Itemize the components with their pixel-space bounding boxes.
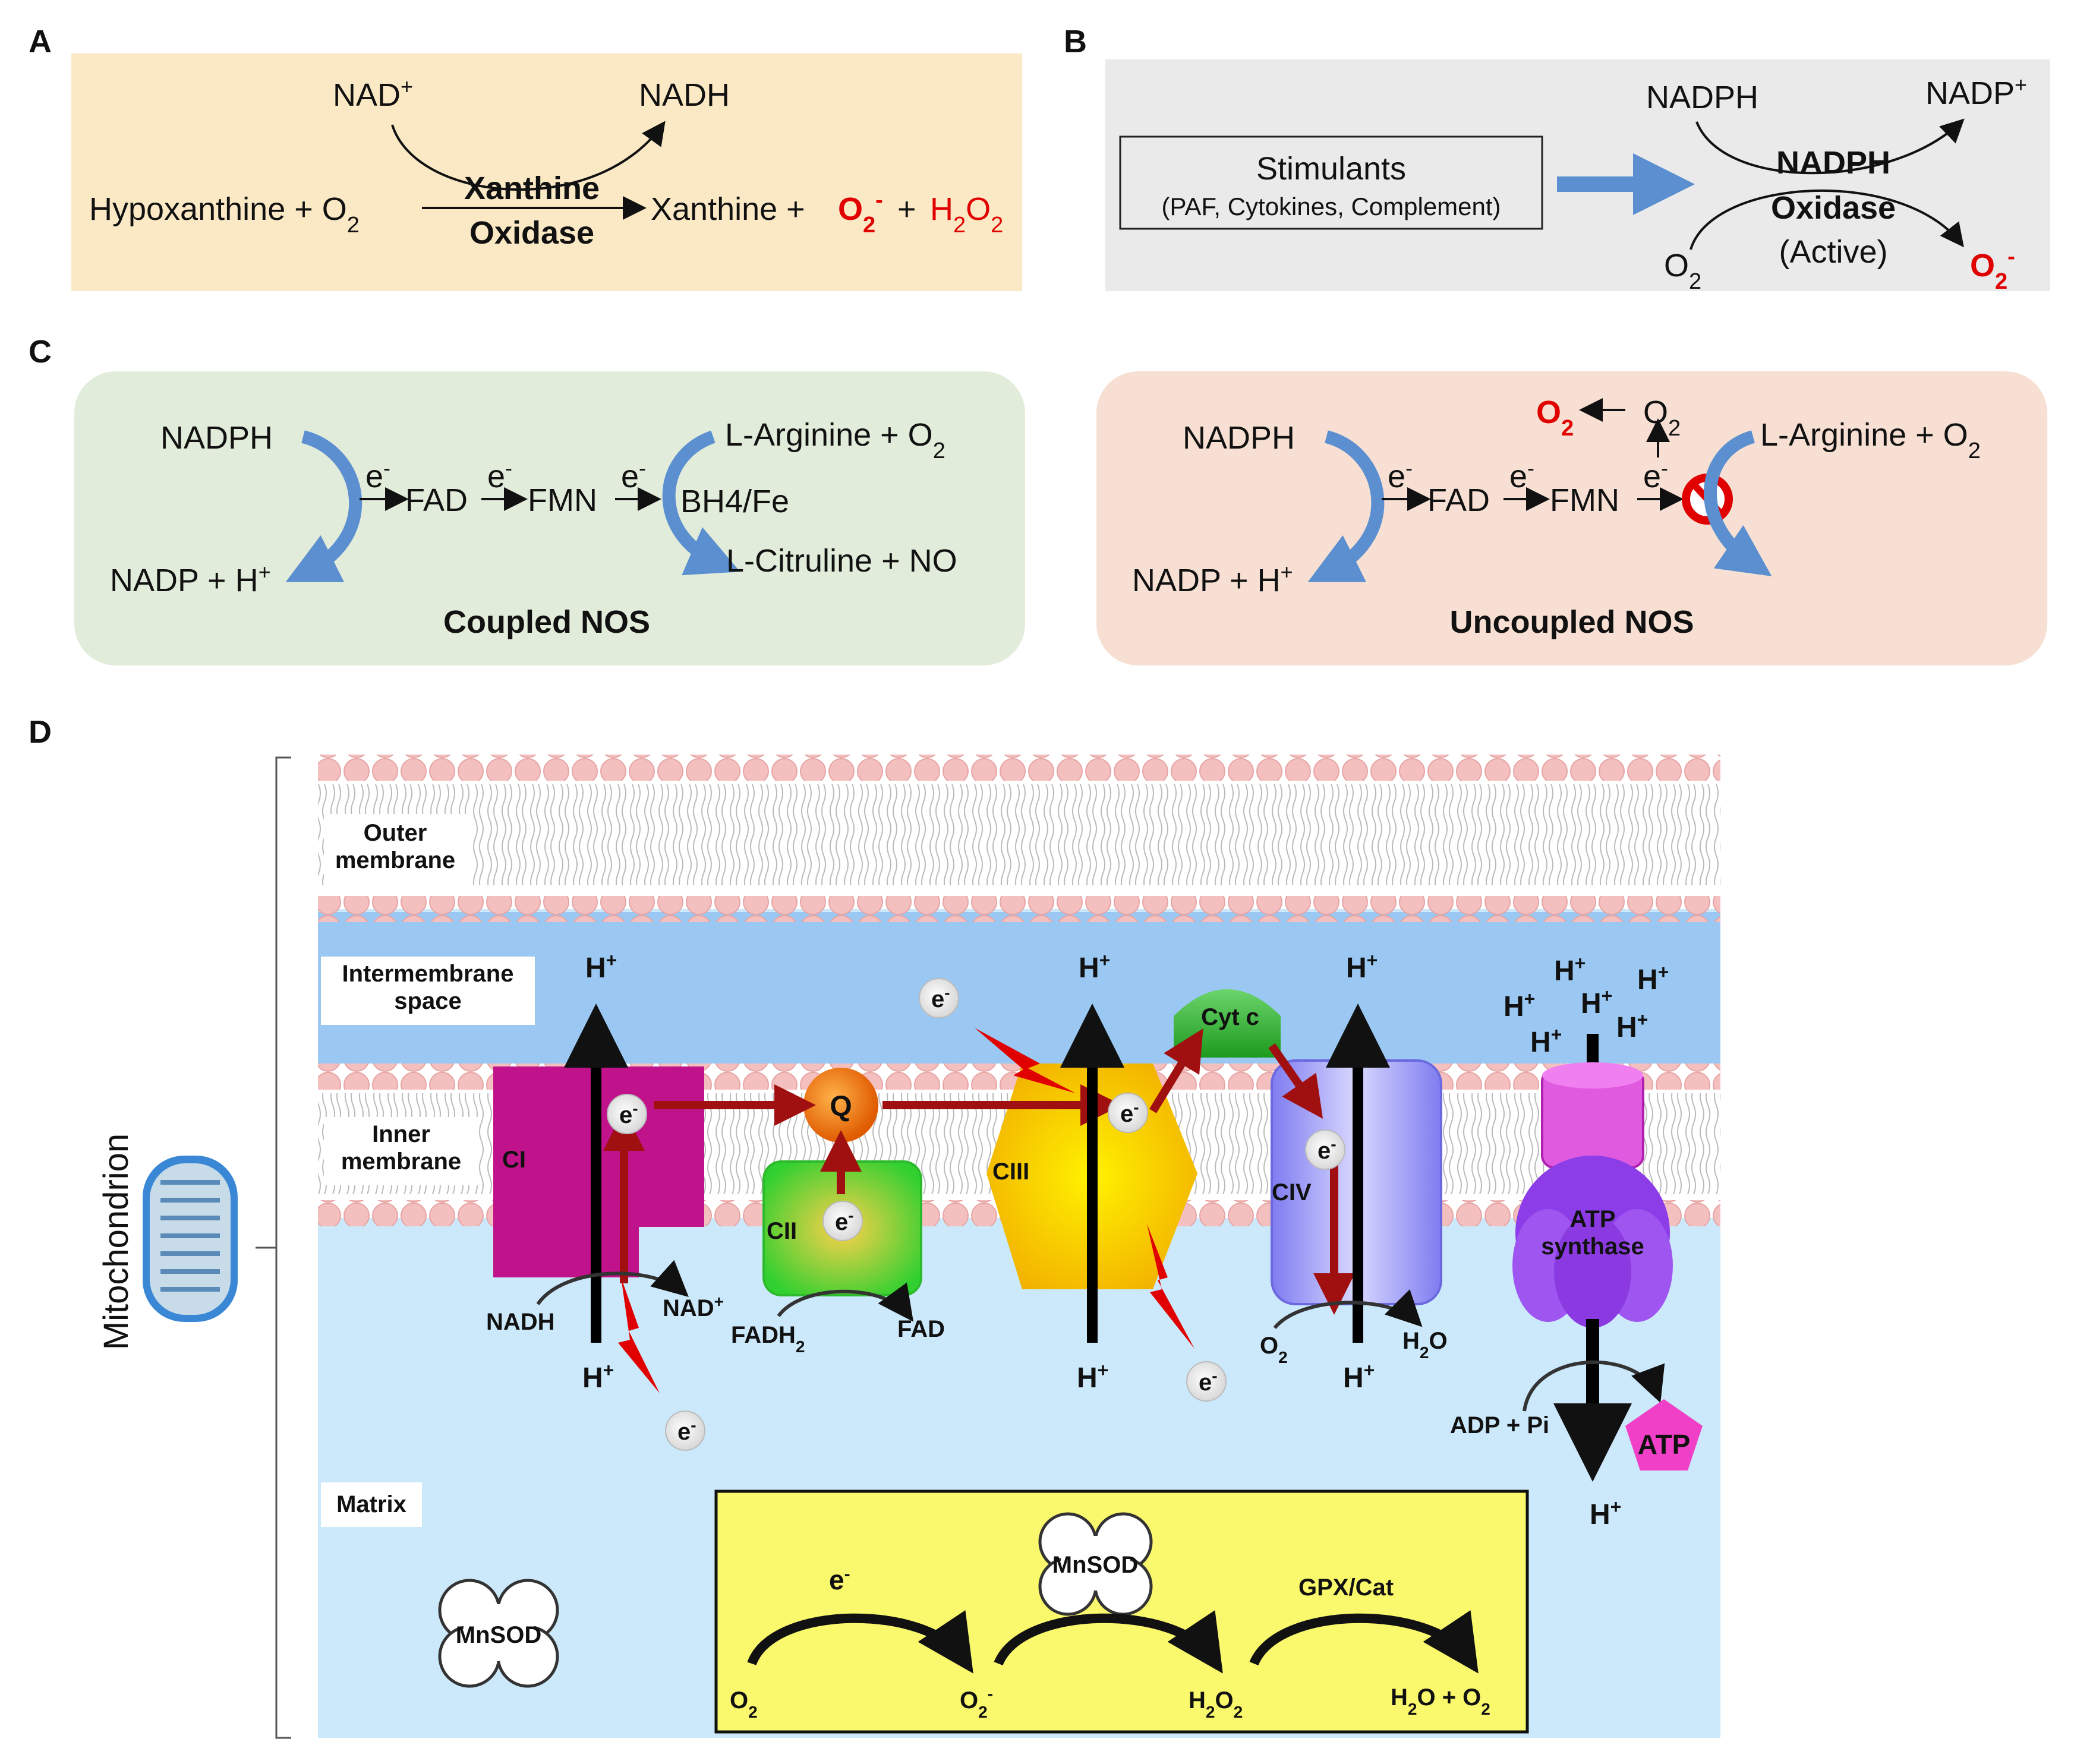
nadph-oxidase-line1: NADPH — [1776, 145, 1890, 181]
oxygen-arc-arrow — [1690, 189, 1964, 250]
electron-ci-leak: e- — [665, 1410, 705, 1451]
mnsod-label-left: MnSOD — [456, 1622, 541, 1648]
coupled-cofactor-label: BH4/Fe — [680, 484, 789, 519]
gpx-cat-label: GPX/Cat — [1298, 1574, 1394, 1601]
ims-label-box — [321, 957, 535, 1025]
mitochondrion-icon — [143, 1156, 238, 1322]
panel-label-d: D — [29, 714, 52, 750]
ciii-ims-electron-leak — [975, 1028, 1076, 1093]
electron-ci: e- — [607, 1094, 647, 1134]
nadph-oxidase-line2: Oxidase — [1771, 190, 1896, 226]
ubiquinone — [803, 1068, 878, 1143]
mitochondrion-label: Mitochondrion — [97, 1134, 135, 1350]
ciii-to-cytc-arrow — [1149, 1028, 1203, 1113]
complex-ii-label: CII — [767, 1218, 797, 1244]
complex-iii-label: CIII — [992, 1159, 1029, 1185]
mnsod-label-box: MnSOD — [1052, 1552, 1138, 1578]
stimulants-box — [1119, 135, 1543, 230]
h-plus-ci-ims: H+ — [585, 949, 617, 984]
ciii-matrix-electron-leak — [1147, 1224, 1194, 1349]
electron-ims-leak: e- — [919, 978, 959, 1018]
svg-text:e-: e- — [1199, 1367, 1218, 1396]
panel-label-a: A — [29, 24, 52, 59]
q-label: Q — [830, 1091, 852, 1122]
outer-membrane-label-box — [324, 814, 472, 885]
nadh-label: NADH — [486, 1309, 555, 1335]
plus-label: + — [897, 191, 916, 227]
nadh-label: NADH — [639, 77, 730, 113]
panel-b-background — [1105, 59, 2050, 291]
complex-i-label: CI — [502, 1147, 526, 1173]
coupled-nos-title: Coupled NOS — [443, 604, 650, 640]
complex-iv-label: CIV — [1272, 1179, 1312, 1206]
uncoupled-arginine-blue-arrow — [1704, 430, 1772, 576]
nadh-arc-arrow — [536, 1260, 689, 1305]
nadph-label: NADPH — [1646, 80, 1758, 115]
ros-arrow-3 — [1249, 1610, 1479, 1674]
uncoupled-fad-label: FAD — [1427, 482, 1490, 518]
atp-molecule — [1625, 1399, 1703, 1470]
h-plus-civ-matrix: H+ — [1343, 1359, 1375, 1394]
uncoupled-nadp-label: NADP + H+ — [1132, 560, 1293, 599]
inner-membrane-label-box — [324, 1117, 478, 1185]
xanthine-oxidase-line1: Xanthine — [464, 171, 600, 206]
membrane-bracket — [275, 756, 291, 1739]
matrix-label-box — [321, 1482, 422, 1527]
atp-label: ATP — [1638, 1429, 1691, 1460]
h-plus-ciii-matrix: H+ — [1077, 1359, 1108, 1394]
oxygen-arc-arrow — [1273, 1289, 1423, 1329]
atp-synthase-fo-top — [1542, 1062, 1643, 1088]
nad-plus-matrix-label: NAD+ — [663, 1292, 724, 1322]
electron-cii: e- — [822, 1201, 863, 1241]
electron-civ: e- — [1305, 1129, 1345, 1170]
uncoupled-nos-title: Uncoupled NOS — [1449, 604, 1694, 640]
adp-pi-label: ADP + Pi — [1450, 1412, 1549, 1438]
coupled-fad-label: FAD — [405, 482, 468, 518]
stimulants-detail: (PAF, Cytokines, Complement) — [1161, 193, 1501, 220]
panel-a-background — [71, 53, 1022, 291]
atp-synthase-f1 — [1512, 1156, 1673, 1328]
cofactor-arc-arrow — [391, 121, 666, 191]
uncoupled-nadph-label: NADPH — [1183, 420, 1295, 456]
fadh2-arc-arrow — [777, 1282, 914, 1322]
mnsod-icon-left — [438, 1579, 559, 1688]
xanthine-product-label: Xanthine + — [651, 191, 805, 227]
coupled-nadph-blue-arrow — [285, 430, 363, 582]
outer-membrane-heads-top — [318, 755, 1720, 781]
outer-membrane-tails — [318, 784, 1720, 885]
coupled-nadph-label: NADPH — [160, 420, 273, 456]
adp-arc-arrow — [1523, 1360, 1665, 1412]
nadph-arc-arrow — [1695, 118, 1965, 175]
panel-label-c: C — [29, 334, 52, 370]
uncoupled-nadph-blue-arrow — [1307, 430, 1385, 582]
nadp-plus-label: NADP+ — [1925, 72, 2027, 112]
coupled-arginine-blue-arrow — [662, 430, 740, 576]
ros-arrow-2 — [994, 1610, 1223, 1674]
ros-arrow-1 — [747, 1610, 973, 1674]
matrix-label: Matrix — [336, 1491, 406, 1517]
coupled-citruline-label: L-Citruline + NO — [726, 543, 957, 579]
xanthine-oxidase-line2: Oxidase — [469, 215, 594, 251]
nad-plus-label: NAD+ — [333, 74, 413, 113]
fad-label: FAD — [897, 1316, 945, 1342]
electron-ciii-leak: e- — [1186, 1361, 1227, 1402]
panel-label-b: B — [1064, 24, 1087, 59]
svg-text:e-: e- — [619, 1099, 638, 1129]
coupled-nadp-label: NADP + H+ — [110, 560, 271, 599]
electron-ciii: e- — [1108, 1093, 1148, 1133]
ci-electron-leak — [618, 1277, 660, 1393]
stimulants-title: Stimulants — [1256, 151, 1406, 187]
nadph-oxidase-state: (Active) — [1779, 234, 1887, 270]
outer-membrane-heads-bottom — [318, 896, 1720, 922]
coupled-fmn-label: FMN — [528, 482, 597, 518]
mnsod-icon-box — [1038, 1512, 1153, 1616]
cyt-c-label: Cyt c — [1201, 1004, 1259, 1030]
uncoupled-fmn-label: FMN — [1550, 482, 1619, 518]
cytc-to-civ-arrow — [1268, 1043, 1323, 1119]
